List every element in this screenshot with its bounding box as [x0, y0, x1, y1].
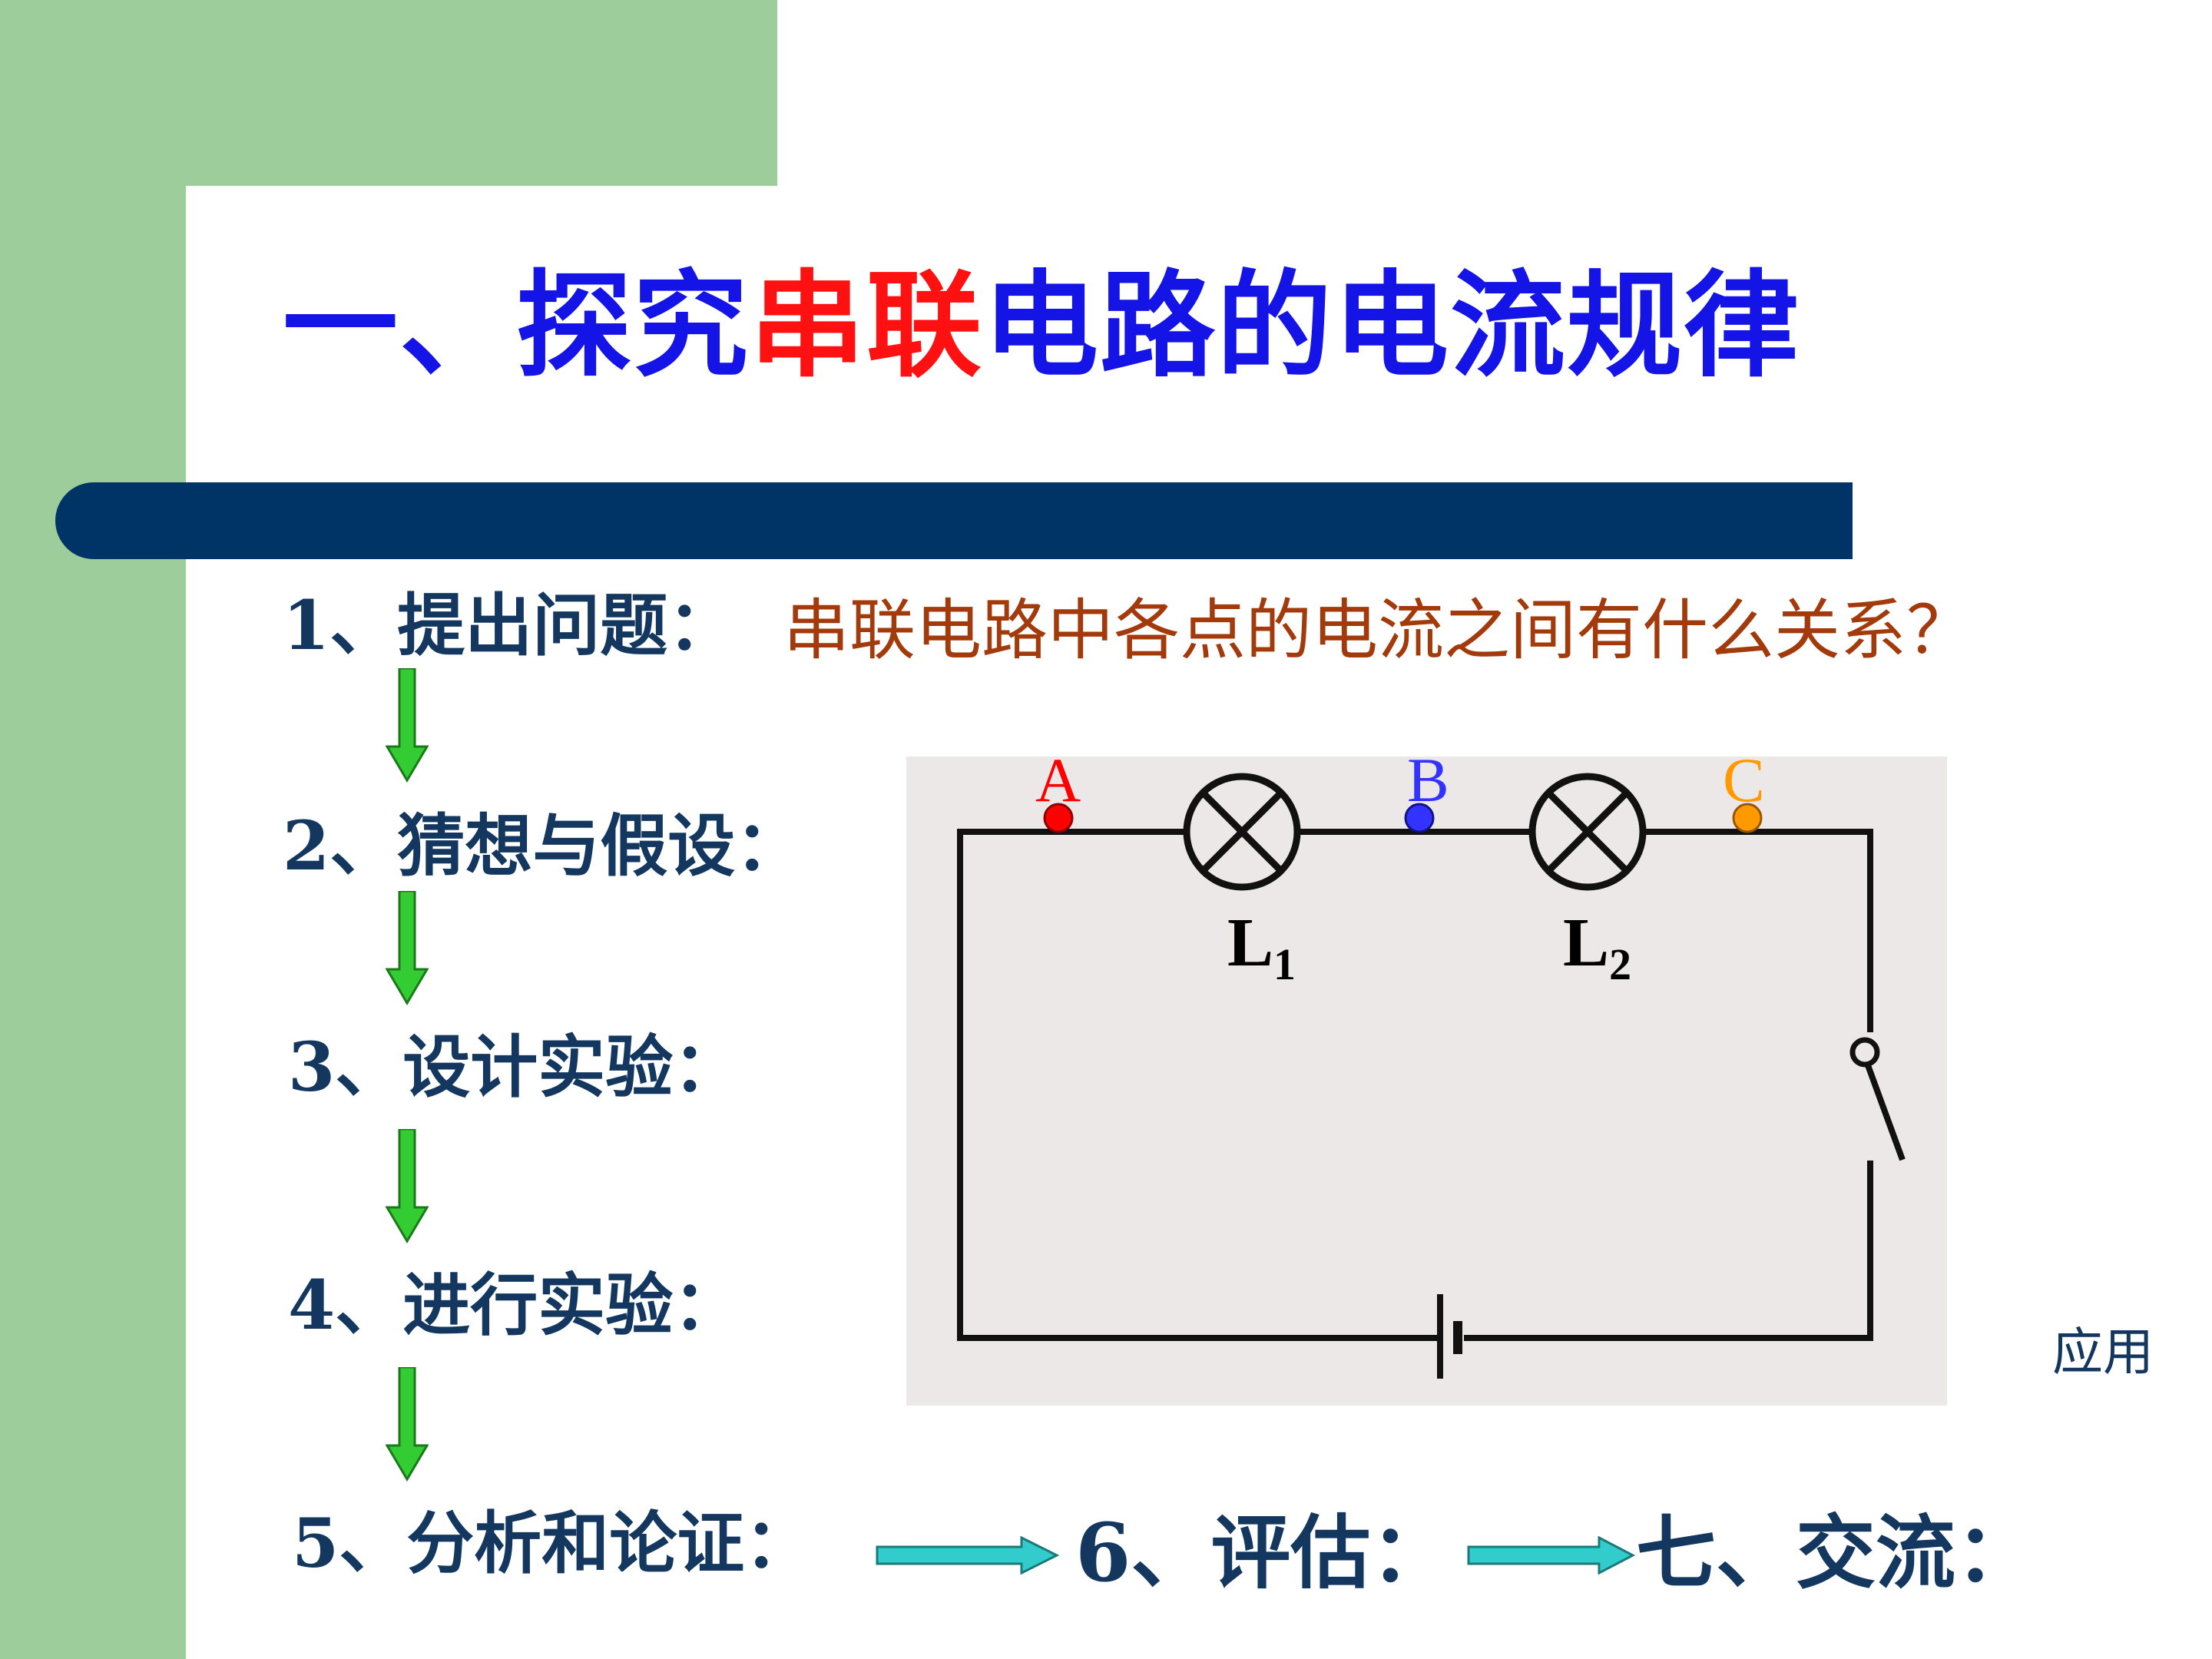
- step-3-label: 3、设计实验：: [288, 1027, 741, 1107]
- down-arrow-icon: [386, 1367, 429, 1482]
- point-a-label: A: [1035, 757, 1081, 815]
- step-7-label: 七、交流：: [1636, 1505, 2036, 1600]
- point-b-label: B: [1407, 757, 1449, 815]
- step-1-label: 1、提出问题：: [283, 585, 736, 665]
- title-part-3: 电路的电流规律: [983, 260, 1801, 393]
- point-a-marker: [1043, 803, 1074, 833]
- point-c-label: C: [1723, 757, 1765, 815]
- down-arrow-icon: [386, 1129, 429, 1243]
- lamp-l2-label: L2: [1563, 905, 1631, 989]
- title-part-1: 一、探究: [283, 260, 750, 393]
- step-4-label: 4、进行实验：: [288, 1265, 741, 1345]
- apply-link[interactable]: 应用: [2052, 1323, 2154, 1382]
- step-2-label: 2、猜想与假设：: [283, 806, 803, 886]
- step-6-label: 6、评估：: [1075, 1505, 1451, 1600]
- switch-icon: [1849, 1037, 1906, 1161]
- down-arrow-icon: [386, 668, 429, 783]
- circuit-background: [906, 757, 1947, 1406]
- right-arrow-icon: [1467, 1536, 1636, 1575]
- lamp-l1-icon: [1183, 773, 1301, 891]
- lamp-l2-icon: [1528, 773, 1647, 891]
- battery-icon: [1437, 1294, 1462, 1379]
- series-circuit-diagram: L1 L2 A B C: [906, 757, 1947, 1406]
- research-question: 串联电路中各点的电流之间有什么关系？: [783, 592, 1972, 669]
- slide-title: 一、探究串联电路的电流规律: [283, 269, 1800, 384]
- right-arrow-icon: [876, 1536, 1060, 1575]
- down-arrow-icon: [386, 891, 429, 1005]
- background-green-top: [0, 0, 777, 186]
- point-c-marker: [1732, 803, 1763, 833]
- point-b-marker: [1404, 803, 1435, 833]
- step-5-label: 5、分析和论证：: [292, 1503, 813, 1583]
- title-part-red: 串联: [750, 260, 984, 393]
- title-underline-bar: [55, 482, 1853, 559]
- lamp-l1-label: L1: [1227, 905, 1296, 989]
- background-green-left: [0, 0, 186, 1659]
